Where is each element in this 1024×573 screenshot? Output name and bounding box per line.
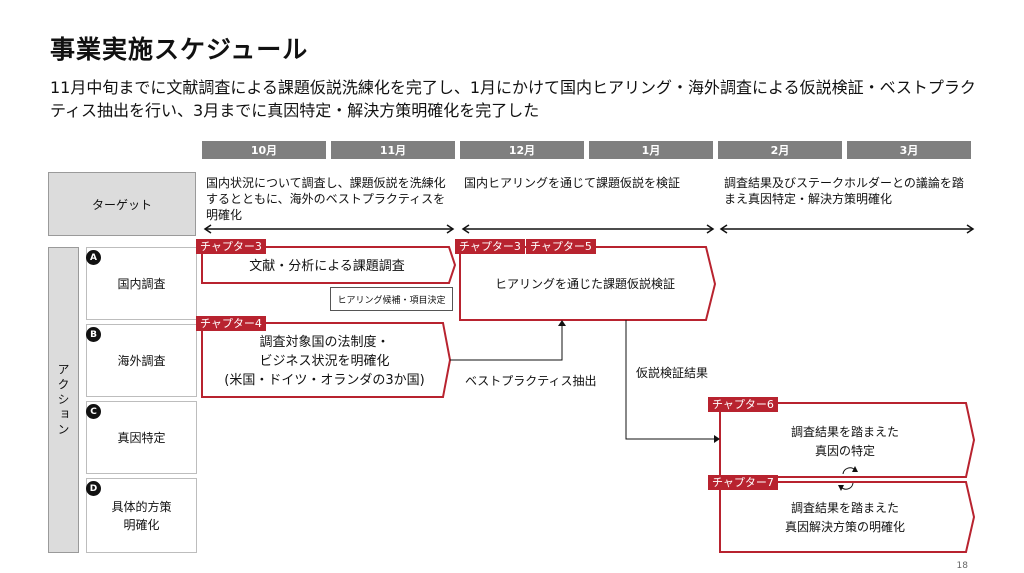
page-title: 事業実施スケジュール: [50, 35, 309, 64]
task-hearing-shape: [459, 246, 717, 321]
verification-result-label: 仮説検証結果: [636, 366, 709, 380]
month-oct: 10月: [202, 141, 326, 159]
connector-best-practice-arrowhead: [558, 320, 566, 326]
tag-chapter3-literature: チャプター3: [196, 239, 266, 254]
target-label: ターゲット: [48, 172, 196, 236]
task-cause-text: 調査結果を踏まえた 真因の特定: [720, 420, 970, 464]
row-d-letter: D: [86, 481, 101, 496]
connector-verification-arrowhead: [714, 435, 720, 443]
page-subtitle: 11月中旬までに文献調査による課題仮説洗練化を完了し、1月にかけて国内ヒアリング…: [50, 78, 976, 120]
row-d-label: 具体的方策明確化: [111, 499, 172, 532]
tag-chapter6-cause: チャプター6: [708, 397, 778, 412]
task-cause-line2: 真因の特定: [814, 444, 875, 458]
month-nov: 11月: [331, 141, 455, 159]
task-hearing-text: ヒアリングを通じた課題仮説検証: [494, 276, 675, 291]
row-a-box: 国内調査: [86, 247, 197, 320]
task-cause-shape: [719, 402, 976, 478]
task-literature-shape: [201, 246, 457, 284]
hearing-prep-box: ヒアリング候補・項目決定: [330, 287, 453, 311]
row-c-box: 真因特定: [86, 401, 197, 474]
month-feb: 2月: [718, 141, 842, 159]
row-c-letter: C: [86, 404, 101, 419]
row-a-label: 国内調査: [117, 276, 166, 291]
row-b-letter: B: [86, 327, 101, 342]
task-overseas-shape: [201, 322, 452, 398]
task-cause-line1: 調査結果を踏まえた: [790, 425, 899, 439]
row-c-label: 真因特定: [117, 430, 166, 445]
task-overseas-line3: (米国・ドイツ・オランダの3か国): [224, 372, 425, 388]
page-number: 18: [956, 561, 968, 571]
row-b-label: 海外調査: [117, 353, 166, 368]
tag-chapter5-hearing: チャプター5: [526, 239, 596, 254]
task-solution-line1: 調査結果を踏まえた: [790, 501, 899, 515]
action-label-text: アクション: [56, 362, 70, 438]
tag-chapter7-solution: チャプター7: [708, 475, 778, 490]
task-literature-text: 文献・分析による課題調査: [249, 258, 405, 274]
task-overseas-line1: 調査対象国の法制度・: [259, 334, 390, 350]
connector-best-practice: [450, 324, 563, 361]
tag-chapter3-hearing: チャプター3: [455, 239, 525, 254]
target-arrow-phase3: [719, 224, 975, 234]
cycle-arrowhead-bottom: [838, 485, 844, 491]
connector-verification: [625, 320, 715, 440]
target-arrow-phase1: [203, 224, 455, 234]
month-mar: 3月: [847, 141, 971, 159]
action-label: アクション: [48, 247, 79, 553]
target-arrow-phase2: [461, 224, 715, 234]
target-phase3-text: 調査結果及びステークホルダーとの議論を踏まえ真因特定・解決方策明確化: [724, 176, 964, 206]
month-dec: 12月: [460, 141, 584, 159]
month-jan: 1月: [589, 141, 713, 159]
task-solution-text: 調査結果を踏まえた 真因解決方策の明確化: [720, 496, 970, 540]
task-overseas-line2: ビジネス状況を明確化: [259, 353, 390, 369]
best-practice-label: ベストプラクティス抽出: [465, 374, 597, 388]
row-a-letter: A: [86, 250, 101, 265]
target-phase1-text: 国内状況について調査し、課題仮説を洗練化するとともに、海外のベストプラクティスを…: [206, 176, 446, 222]
task-solution-shape: [719, 481, 976, 553]
tag-chapter4-overseas: チャプター4: [196, 316, 266, 331]
task-solution-line2: 真因解決方策の明確化: [784, 520, 905, 534]
target-phase2-text: 国内ヒアリングを通じて課題仮説を検証: [464, 176, 681, 190]
row-d-box: 具体的方策明確化: [86, 478, 197, 553]
task-overseas-text: 調査対象国の法制度・ ビジネス状況を明確化 (米国・ドイツ・オランダの3か国): [202, 330, 447, 392]
target-label-text: ターゲット: [91, 197, 152, 212]
cycle-arrowhead-top: [852, 466, 858, 472]
row-b-box: 海外調査: [86, 324, 197, 397]
